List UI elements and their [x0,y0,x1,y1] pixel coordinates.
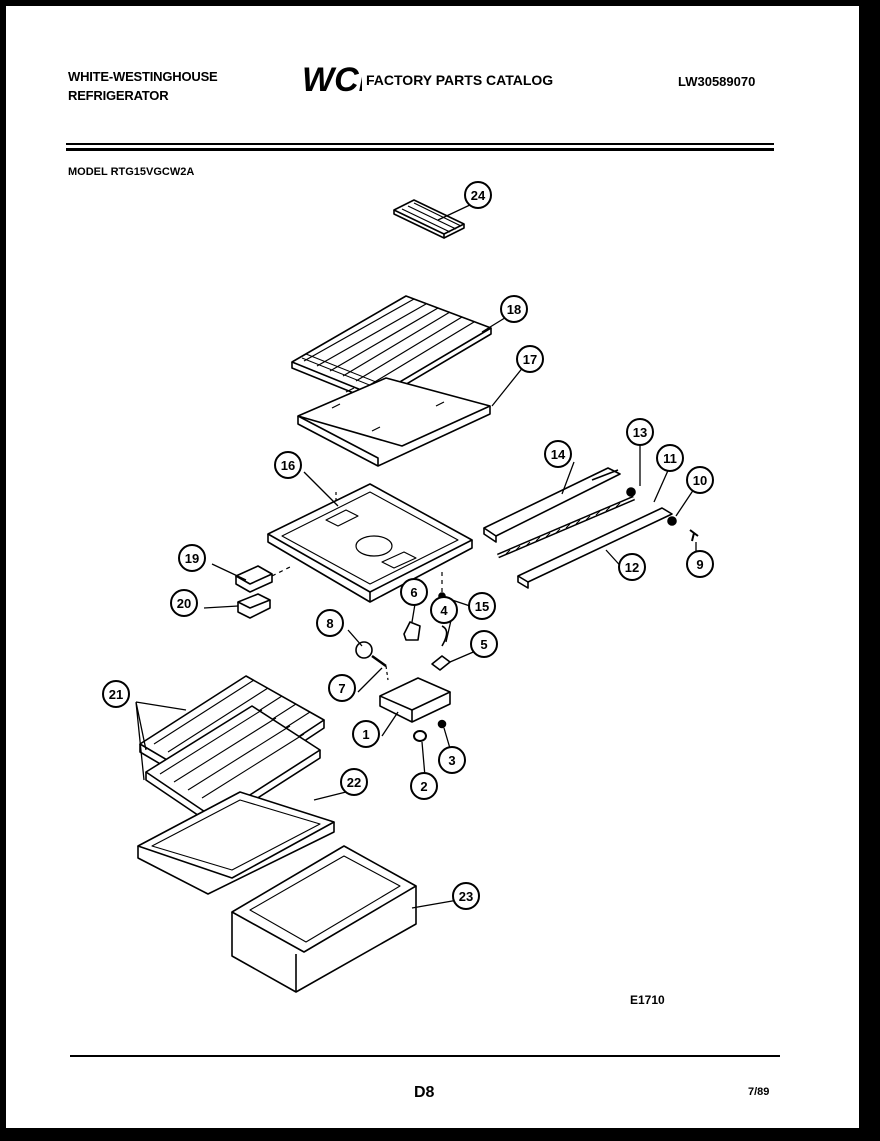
part-20-bracket [237,593,271,619]
svg-text:8: 8 [326,616,333,631]
part-14-slide-rail [483,467,621,543]
svg-text:10: 10 [693,473,707,488]
svg-text:14: 14 [551,447,566,462]
part-6-knob [403,621,421,641]
part-18-shelf [291,295,492,403]
part-19-bracket [235,565,273,593]
part-12-slide-rail [517,507,673,589]
svg-text:21: 21 [109,687,123,702]
page-code: D8 [414,1084,435,1101]
header-rule [66,143,774,145]
footer-rule [70,1055,780,1057]
svg-text:15: 15 [475,599,489,614]
svg-text:24: 24 [471,188,486,203]
part-4-wire [441,625,448,647]
part-1-light-housing [379,677,451,723]
callout-18: 18 [500,295,528,323]
callout-16: 16 [274,451,302,479]
callout-11: 11 [656,444,684,472]
callout-24: 24 [464,181,492,209]
callout-12: 12 [618,553,646,581]
catalog-page: WHITE-WESTINGHOUSE REFRIGERATOR WCI FACT… [6,6,859,1128]
callout-13: 13 [626,418,654,446]
part-3-screw [437,719,447,729]
svg-text:9: 9 [696,557,703,572]
callout-9: 9 [686,550,714,578]
svg-text:22: 22 [347,775,361,790]
part-16-crisper-cover [267,483,473,603]
callout-23: 23 [452,882,480,910]
part-22-crisper-frame [137,791,335,895]
part-7-socket [371,654,387,668]
svg-text:4: 4 [440,603,448,618]
catalog-number: LW30589070 [678,74,756,89]
callout-2: 2 [410,772,438,800]
svg-text:20: 20 [177,596,191,611]
callout-1: 1 [352,720,380,748]
svg-text:11: 11 [663,451,677,466]
part-23-crisper-pan [231,845,417,993]
svg-text:3: 3 [448,753,455,768]
svg-text:12: 12 [625,560,639,575]
brand-name: WHITE-WESTINGHOUSE [68,69,218,84]
callout-21: 21 [102,680,130,708]
part-17-shelf-frame [297,377,491,467]
callout-20: 20 [170,589,198,617]
figure-code: E1710 [630,993,665,1007]
svg-text:5: 5 [480,637,487,652]
callout-3: 3 [438,746,466,774]
part-10-washer [667,516,677,526]
part-21-shelves [139,675,325,827]
callout-19: 19 [178,544,206,572]
exploded-parts-diagram: 24 18 17 16 14 13 11 10 9 12 19 20 15 6 … [102,181,714,1007]
print-date: 7/89 [748,1086,770,1098]
callout-14: 14 [544,440,572,468]
svg-text:18: 18 [507,302,521,317]
callout-5: 5 [470,630,498,658]
part-13-clip [626,487,636,497]
wci-logo: WCI [302,61,362,98]
part-5-clip [431,655,451,671]
svg-text:19: 19 [185,551,199,566]
callout-15: 15 [468,592,496,620]
catalog-title: FACTORY PARTS CATALOG [366,72,554,88]
callout-17: 17 [516,345,544,373]
part-8-bulb [355,641,373,659]
callout-22: 22 [340,768,368,796]
svg-text:7: 7 [338,681,345,696]
part-11-spring-rod [497,495,635,559]
appliance-type: REFRIGERATOR [68,88,169,103]
svg-text:1: 1 [362,727,369,742]
header-rule-thick [66,148,774,151]
logo-text: WCI [302,61,362,98]
svg-text:23: 23 [459,889,473,904]
model-number: MODEL RTG15VGCW2A [68,166,195,178]
callout-labels: 24 18 17 16 14 13 11 10 9 12 19 20 15 6 … [102,181,714,910]
part-24-vent-grille [393,199,465,239]
svg-text:16: 16 [281,458,295,473]
svg-text:2: 2 [420,779,427,794]
svg-text:6: 6 [410,585,417,600]
part-9-screw [689,529,699,542]
callout-4: 4 [430,596,458,624]
svg-text:17: 17 [523,352,537,367]
svg-text:13: 13 [633,425,647,440]
callout-7: 7 [328,674,356,702]
callout-8: 8 [316,609,344,637]
part-2-grommet [413,730,427,742]
callout-10: 10 [686,466,714,494]
callout-6: 6 [400,578,428,606]
